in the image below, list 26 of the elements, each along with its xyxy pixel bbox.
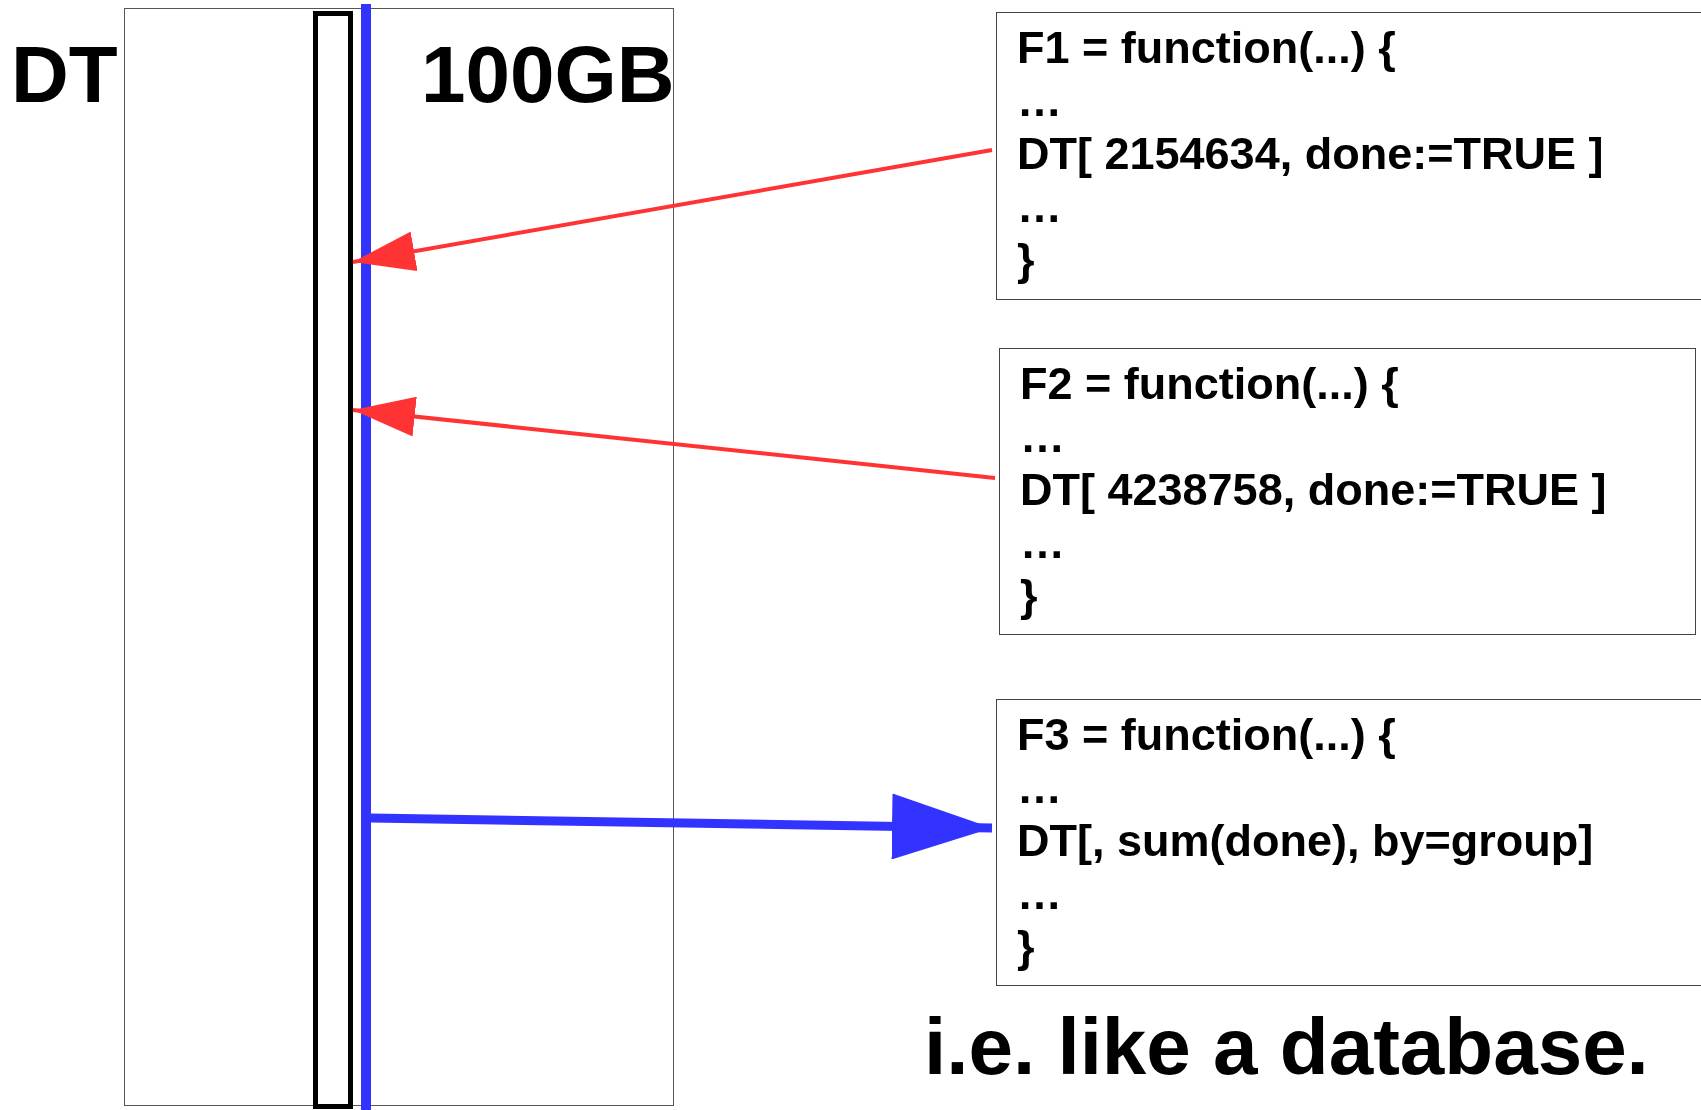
code-line: … [1017, 180, 1062, 233]
code-box [996, 12, 1701, 300]
arrow [352, 396, 996, 480]
arrow [352, 148, 993, 271]
code-line: DT[ 4238758, done:=TRUE ] [1020, 463, 1607, 516]
code-line: … [1017, 761, 1062, 814]
code-box [996, 699, 1701, 986]
code-line: F1 = function(...) { [1017, 21, 1396, 74]
note-text: i.e. like a database. [924, 1002, 1649, 1092]
code-line: } [1020, 569, 1038, 622]
code-line: F2 = function(...) { [1020, 357, 1399, 410]
code-line: F3 = function(...) { [1017, 708, 1396, 761]
arrow [370, 793, 993, 860]
code-line: … [1017, 867, 1062, 920]
code-line: DT[, sum(done), by=group] [1017, 814, 1594, 867]
column-outline [313, 11, 353, 1109]
table-size-label: 100GB [421, 35, 675, 115]
column-bar [361, 4, 371, 1110]
code-line: … [1020, 516, 1065, 569]
table-name: DT [11, 35, 118, 115]
code-line: … [1017, 74, 1062, 127]
code-line: } [1017, 920, 1035, 973]
code-line: … [1020, 410, 1065, 463]
code-line: DT[ 2154634, done:=TRUE ] [1017, 127, 1604, 180]
code-line: } [1017, 233, 1035, 286]
code-box [999, 348, 1696, 635]
